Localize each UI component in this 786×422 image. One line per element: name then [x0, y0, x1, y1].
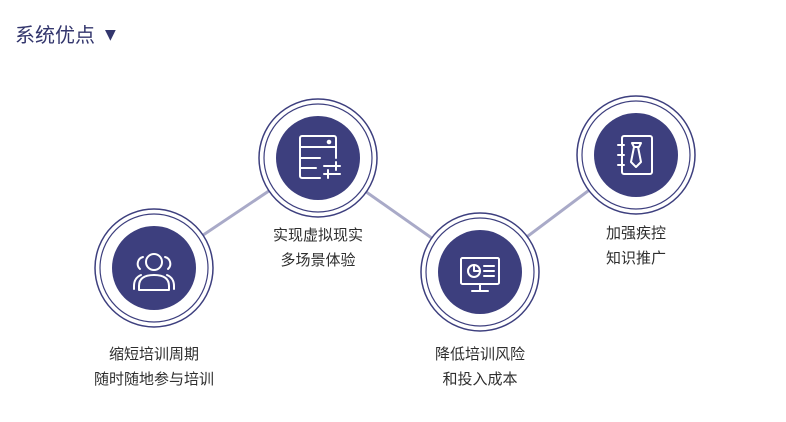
step-label-3: 降低培训风险 和投入成本: [400, 342, 560, 392]
step-label-2: 实现虚拟现实 多场景体验: [238, 223, 398, 273]
step-label-1: 缩短培训周期 随时随地参与培训: [74, 342, 234, 392]
step-label-4: 加强疾控 知识推广: [556, 221, 716, 271]
section-header[interactable]: 系统优点 ▼: [15, 21, 116, 49]
step-node-2: [258, 98, 378, 218]
section-title: 系统优点: [15, 23, 95, 47]
id-badge-icon: [617, 135, 653, 175]
step-label-line1: 降低培训风险: [434, 345, 525, 363]
step-label-line1: 缩短培训周期: [108, 345, 199, 363]
step-node-1: [94, 208, 214, 328]
step-label-line1: 实现虚拟现实: [272, 226, 363, 244]
step-label-line2: 随时随地参与培训: [93, 370, 214, 388]
step-label-line2: 知识推广: [605, 249, 666, 267]
monitor-chart-icon: [460, 257, 500, 292]
caret-down-icon[interactable]: ▼: [105, 27, 116, 43]
server-icon: [299, 135, 341, 179]
step-label-line1: 加强疾控: [605, 224, 666, 242]
step-node-3: [420, 212, 540, 332]
step-node-4: [576, 95, 696, 215]
step-label-line2: 多场景体验: [280, 251, 356, 269]
users-icon: [133, 253, 175, 291]
step-label-line2: 和投入成本: [442, 370, 518, 388]
